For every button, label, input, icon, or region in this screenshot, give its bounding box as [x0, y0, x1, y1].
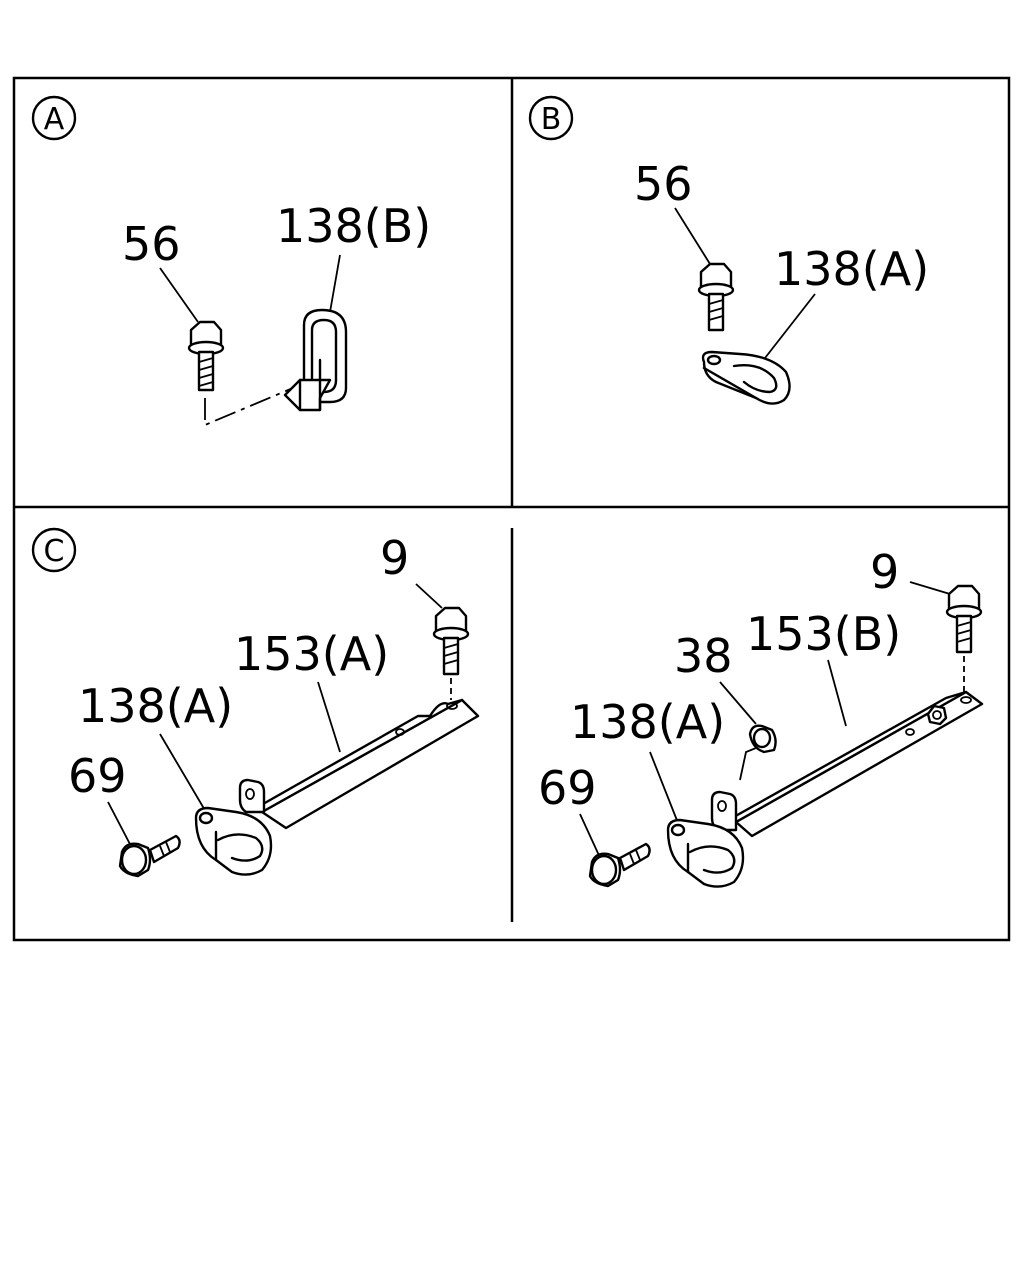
- callout-label-69: 69: [538, 761, 597, 815]
- callout-label-9: 9: [870, 545, 899, 599]
- panel-b: B 56 138(A): [528, 95, 929, 405]
- leader-line-138b: [329, 254, 341, 313]
- callout-label-138a: 138(A): [774, 242, 929, 296]
- bolt-69-part: [118, 834, 181, 878]
- panel-a-letter: A: [44, 102, 65, 137]
- callout-label-138a: 138(A): [570, 695, 725, 749]
- leader-line-56: [674, 207, 711, 265]
- bracket-153a-part: [238, 698, 480, 830]
- panel-c: C 9 153(A) 138(A) 69: [31, 527, 480, 878]
- clip-138a-part: [194, 806, 273, 876]
- clip-138a-part: [666, 818, 745, 888]
- leader-line-153b: [827, 659, 847, 727]
- leader-line-138a: [649, 751, 681, 829]
- callout-label-153a: 153(A): [234, 627, 389, 681]
- bolt-56-part: [187, 320, 225, 392]
- callout-label-56: 56: [634, 157, 693, 211]
- callout-label-138a: 138(A): [78, 679, 233, 733]
- nut-38-part: [748, 724, 777, 754]
- panel-c-letter: C: [44, 534, 65, 569]
- panel-a-letter-badge: A: [31, 95, 77, 141]
- bolt-56-part: [697, 262, 735, 332]
- panel-a: A 56 138(B): [31, 95, 431, 427]
- leader-line-153a: [317, 681, 341, 753]
- diagram-frame: [12, 76, 1011, 942]
- clip-138b-part: [283, 308, 348, 412]
- leader-line-9: [415, 583, 443, 609]
- bolt-9-part: [432, 606, 470, 700]
- panel-d: 9 38 153(B) 138(A) 69: [538, 545, 984, 888]
- leader-line-56: [159, 267, 199, 323]
- callout-label-138b: 138(B): [276, 199, 431, 253]
- leader-line-138a: [159, 733, 207, 813]
- clip-138a-part: [701, 350, 791, 405]
- panel-b-letter: B: [541, 102, 562, 137]
- leader-line-69: [107, 801, 133, 849]
- leader-line-138a: [764, 293, 816, 359]
- bolt-9-part: [945, 584, 983, 694]
- callout-label-9: 9: [380, 531, 409, 585]
- callout-label-153b: 153(B): [746, 607, 901, 661]
- panel-b-letter-badge: B: [528, 95, 574, 141]
- bolt-69-part: [588, 842, 651, 888]
- callout-label-56: 56: [122, 217, 181, 271]
- leader-line-9: [909, 581, 951, 595]
- callout-label-38: 38: [674, 629, 733, 683]
- leader-line-38: [719, 681, 757, 725]
- panel-c-letter-badge: C: [31, 527, 77, 573]
- alignment-center-line: [204, 384, 301, 427]
- weld-nut-part: [926, 704, 948, 726]
- callout-label-69: 69: [68, 749, 127, 803]
- bracket-153b-part: [710, 690, 984, 838]
